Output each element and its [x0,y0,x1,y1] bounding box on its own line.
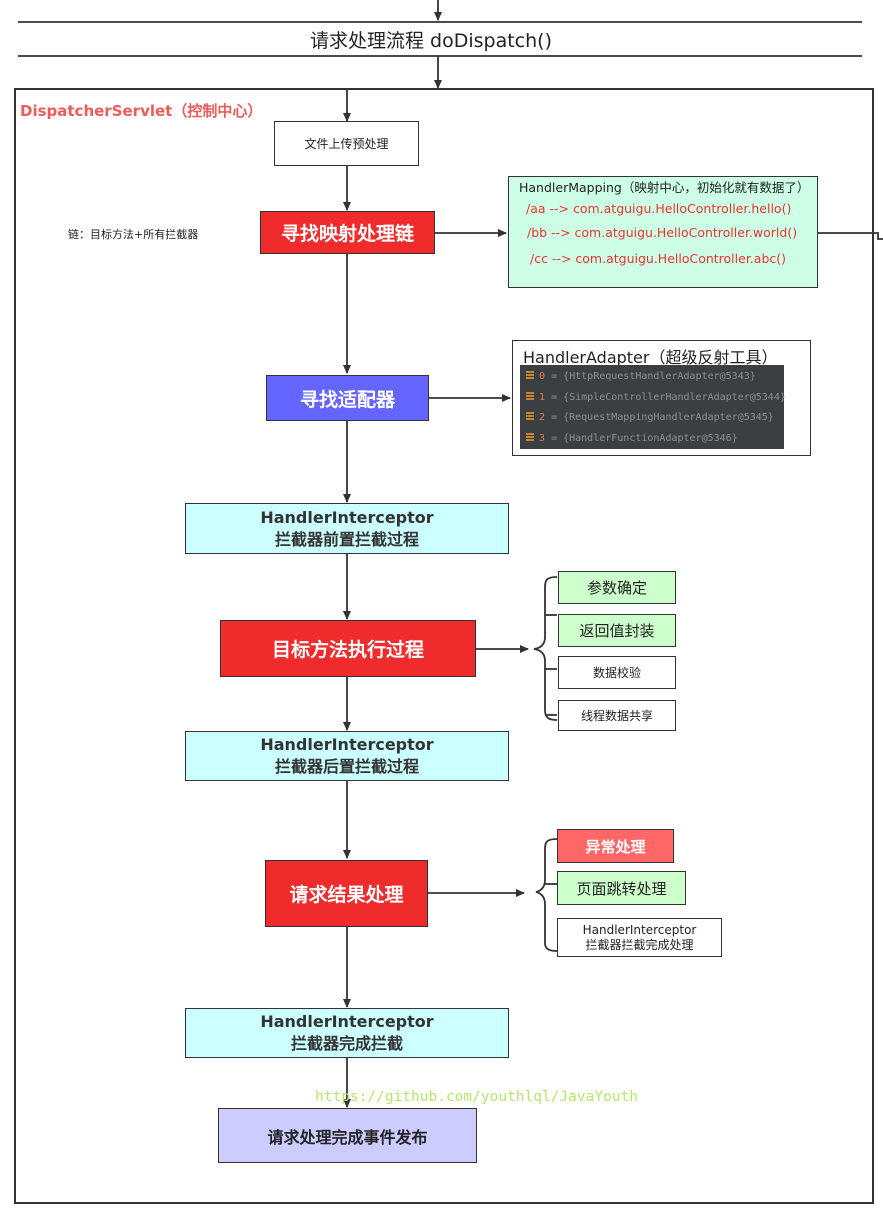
page-title: 请求处理流程 doDispatch() [310,29,552,52]
adapter-value: = {SimpleControllerHandlerAdapter@5344} [551,392,786,403]
node-line: HandlerInterceptor [260,735,434,754]
node-complete-interceptor[interactable]: HandlerInterceptor 拦截器完成拦截 [185,1008,509,1058]
dispatcher-servlet-frame [14,88,874,1204]
chain-note: 链：目标方法+所有拦截器 [68,228,199,241]
node-publish-event[interactable]: 请求处理完成事件发布 [218,1108,477,1163]
adapter-value: = {RequestMappingHandlerAdapter@5345} [551,412,774,423]
node-line: HandlerInterceptor [260,507,434,527]
step-params[interactable]: 参数确定 [558,571,676,604]
step-validation[interactable]: 数据校验 [558,656,676,689]
mapping-row: /cc --> com.atguigu.HelloController.abc(… [530,251,787,266]
node-post-interceptor[interactable]: HandlerInterceptor 拦截器后置拦截过程 [185,731,509,781]
adapter-value: = {HttpRequestHandlerAdapter@5343} [551,371,756,382]
adapter-index: 0 [539,371,546,382]
adapter-index: 1 [539,392,546,403]
adapter-index: 2 [539,412,546,423]
node-pre-interceptor[interactable]: HandlerInterceptor 拦截器前置拦截过程 [185,503,509,554]
node-execute-target[interactable]: 目标方法执行过程 [220,620,476,677]
handler-mapping-header: HandlerMapping（映射中心，初始化就有数据了） [519,180,810,195]
node-line: HandlerInterceptor [260,1012,434,1031]
step-thread-data[interactable]: 线程数据共享 [558,700,676,731]
node-find-handler-chain[interactable]: 寻找映射处理链 [260,211,435,254]
step-interceptor-complete[interactable]: HandlerInterceptor 拦截器拦截完成处理 [557,918,722,957]
node-line: 拦截器拦截完成处理 [585,937,694,952]
handler-adapter-header: HandlerAdapter（超级反射工具） [523,348,778,367]
step-page-jump[interactable]: 页面跳转处理 [557,871,686,905]
node-result-handling[interactable]: 请求结果处理 [265,860,428,927]
adapter-index: 3 [539,433,546,444]
field-icon [526,371,534,380]
debugger-panel: 0 = {HttpRequestHandlerAdapter@5343} 1 =… [520,365,786,449]
adapter-value: = {HandlerFunctionAdapter@5346} [551,433,738,444]
node-line: 拦截器后置拦截过程 [274,757,419,776]
node-find-adapter[interactable]: 寻找适配器 [266,375,429,421]
handler-adapter-box[interactable]: HandlerAdapter（超级反射工具） 0 = {HttpRequestH… [512,340,811,456]
field-icon [526,412,534,421]
node-line: HandlerInterceptor [582,922,697,937]
frame-label: DispatcherServlet（控制中心） [20,102,263,120]
step-return-value[interactable]: 返回值封装 [558,614,676,647]
node-line: 拦截器完成拦截 [290,1034,403,1053]
step-exception[interactable]: 异常处理 [557,829,674,863]
mapping-row: /aa --> com.atguigu.HelloController.hell… [526,201,792,216]
field-icon [526,433,534,442]
watermark-url: https://github.com/youthlql/JavaYouth [315,1089,639,1105]
node-file-upload[interactable]: 文件上传预处理 [274,121,419,166]
field-icon [526,392,534,401]
node-line: 拦截器前置拦截过程 [274,529,419,549]
handler-mapping-box[interactable]: HandlerMapping（映射中心，初始化就有数据了） /aa --> co… [508,176,818,288]
mapping-row: /bb --> com.atguigu.HelloController.worl… [527,225,798,240]
